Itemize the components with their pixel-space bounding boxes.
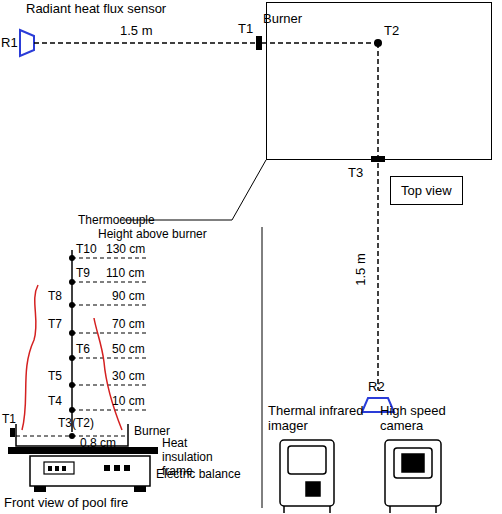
- label: 1.5 m: [120, 24, 153, 39]
- label: 110 cm: [106, 267, 144, 281]
- label: Electric balance: [156, 468, 241, 482]
- drawing-part: [10, 428, 15, 437]
- node-label: Burner: [263, 11, 302, 26]
- drawing-part: [69, 302, 75, 308]
- drawing-part: [69, 279, 75, 285]
- label: R1: [1, 36, 18, 51]
- drawing-part: [385, 440, 441, 506]
- drawing-part: [48, 466, 52, 471]
- view-tag: Top view: [390, 176, 463, 205]
- drawing-part: [390, 506, 436, 513]
- drawing-part: [72, 384, 146, 385]
- drawing-part: [72, 409, 146, 410]
- label: T1: [238, 22, 253, 37]
- label: T9: [76, 267, 90, 281]
- drawing-part: [20, 30, 34, 56]
- drawing-part: [104, 465, 110, 471]
- label: 70 cm: [112, 318, 145, 332]
- label: 1.5 m: [354, 253, 369, 286]
- burner-box: Burner: [266, 2, 492, 160]
- drawing-part: [402, 454, 424, 472]
- drawing-part: [71, 250, 73, 432]
- label: T4: [48, 395, 62, 409]
- drawing-part: [72, 257, 146, 258]
- drawing-part: [22, 285, 122, 430]
- drawing-part: [69, 433, 75, 439]
- drawing-part: [55, 466, 59, 471]
- label: 50 cm: [112, 343, 145, 357]
- label: Height above burner: [98, 228, 207, 242]
- label: 90 cm: [112, 290, 145, 304]
- drawing-part: [306, 482, 320, 496]
- drawing-part: [34, 486, 46, 492]
- drawing-part: [288, 446, 326, 474]
- node-label: Top view: [401, 183, 452, 198]
- drawing-part: [232, 160, 266, 220]
- drawing-part: [114, 465, 120, 471]
- label: Front view of pool fire: [4, 496, 128, 511]
- drawing-part: [72, 357, 146, 358]
- label: T7: [48, 318, 62, 332]
- label: Thermal infrared imager: [268, 404, 364, 434]
- drawing-part: [69, 330, 75, 336]
- drawing-part: [69, 255, 75, 413]
- drawing-part: [280, 440, 334, 506]
- label: Thermocouple: [78, 214, 155, 228]
- drawing-part: [69, 407, 75, 413]
- drawing-part: [22, 285, 38, 430]
- drawing-part: [30, 456, 150, 486]
- drawing-part: [72, 281, 146, 282]
- label: 30 cm: [112, 370, 145, 384]
- label: T5: [48, 370, 62, 384]
- drawing-part: [280, 440, 441, 513]
- label: T1: [2, 413, 16, 427]
- drawing-part: [72, 304, 146, 305]
- drawing-part: [262, 42, 378, 44]
- drawing-part: [44, 462, 74, 474]
- drawing-part: [377, 43, 379, 390]
- label: T6: [76, 343, 90, 357]
- label: High speed camera: [380, 404, 460, 434]
- label: T2: [384, 24, 399, 39]
- drawing-part: [34, 465, 146, 492]
- drawing-part: [262, 227, 263, 508]
- drawing-part: [69, 382, 75, 388]
- drawing-part: [72, 258, 146, 410]
- drawing-part: [134, 486, 146, 492]
- label: T3(T2): [58, 417, 94, 431]
- label: 10 cm: [112, 395, 145, 409]
- label: R2: [368, 380, 385, 395]
- label: T10: [76, 243, 97, 257]
- drawing-part: [34, 42, 256, 44]
- drawing-part: [256, 36, 262, 50]
- drawing-part: [124, 465, 130, 471]
- drawing-part: [69, 255, 75, 261]
- label: T8: [48, 290, 62, 304]
- label: T3: [348, 166, 363, 181]
- drawing-part: [69, 355, 75, 361]
- drawing-part: [72, 332, 146, 333]
- drawing-part: [284, 506, 330, 513]
- label: Radiant heat flux sensor: [26, 2, 166, 17]
- drawing-part: [394, 448, 432, 478]
- drawing-part: [62, 466, 66, 471]
- drawing-part: [371, 156, 385, 162]
- label: 130 cm: [106, 243, 145, 257]
- label: 0.8 cm: [80, 437, 116, 451]
